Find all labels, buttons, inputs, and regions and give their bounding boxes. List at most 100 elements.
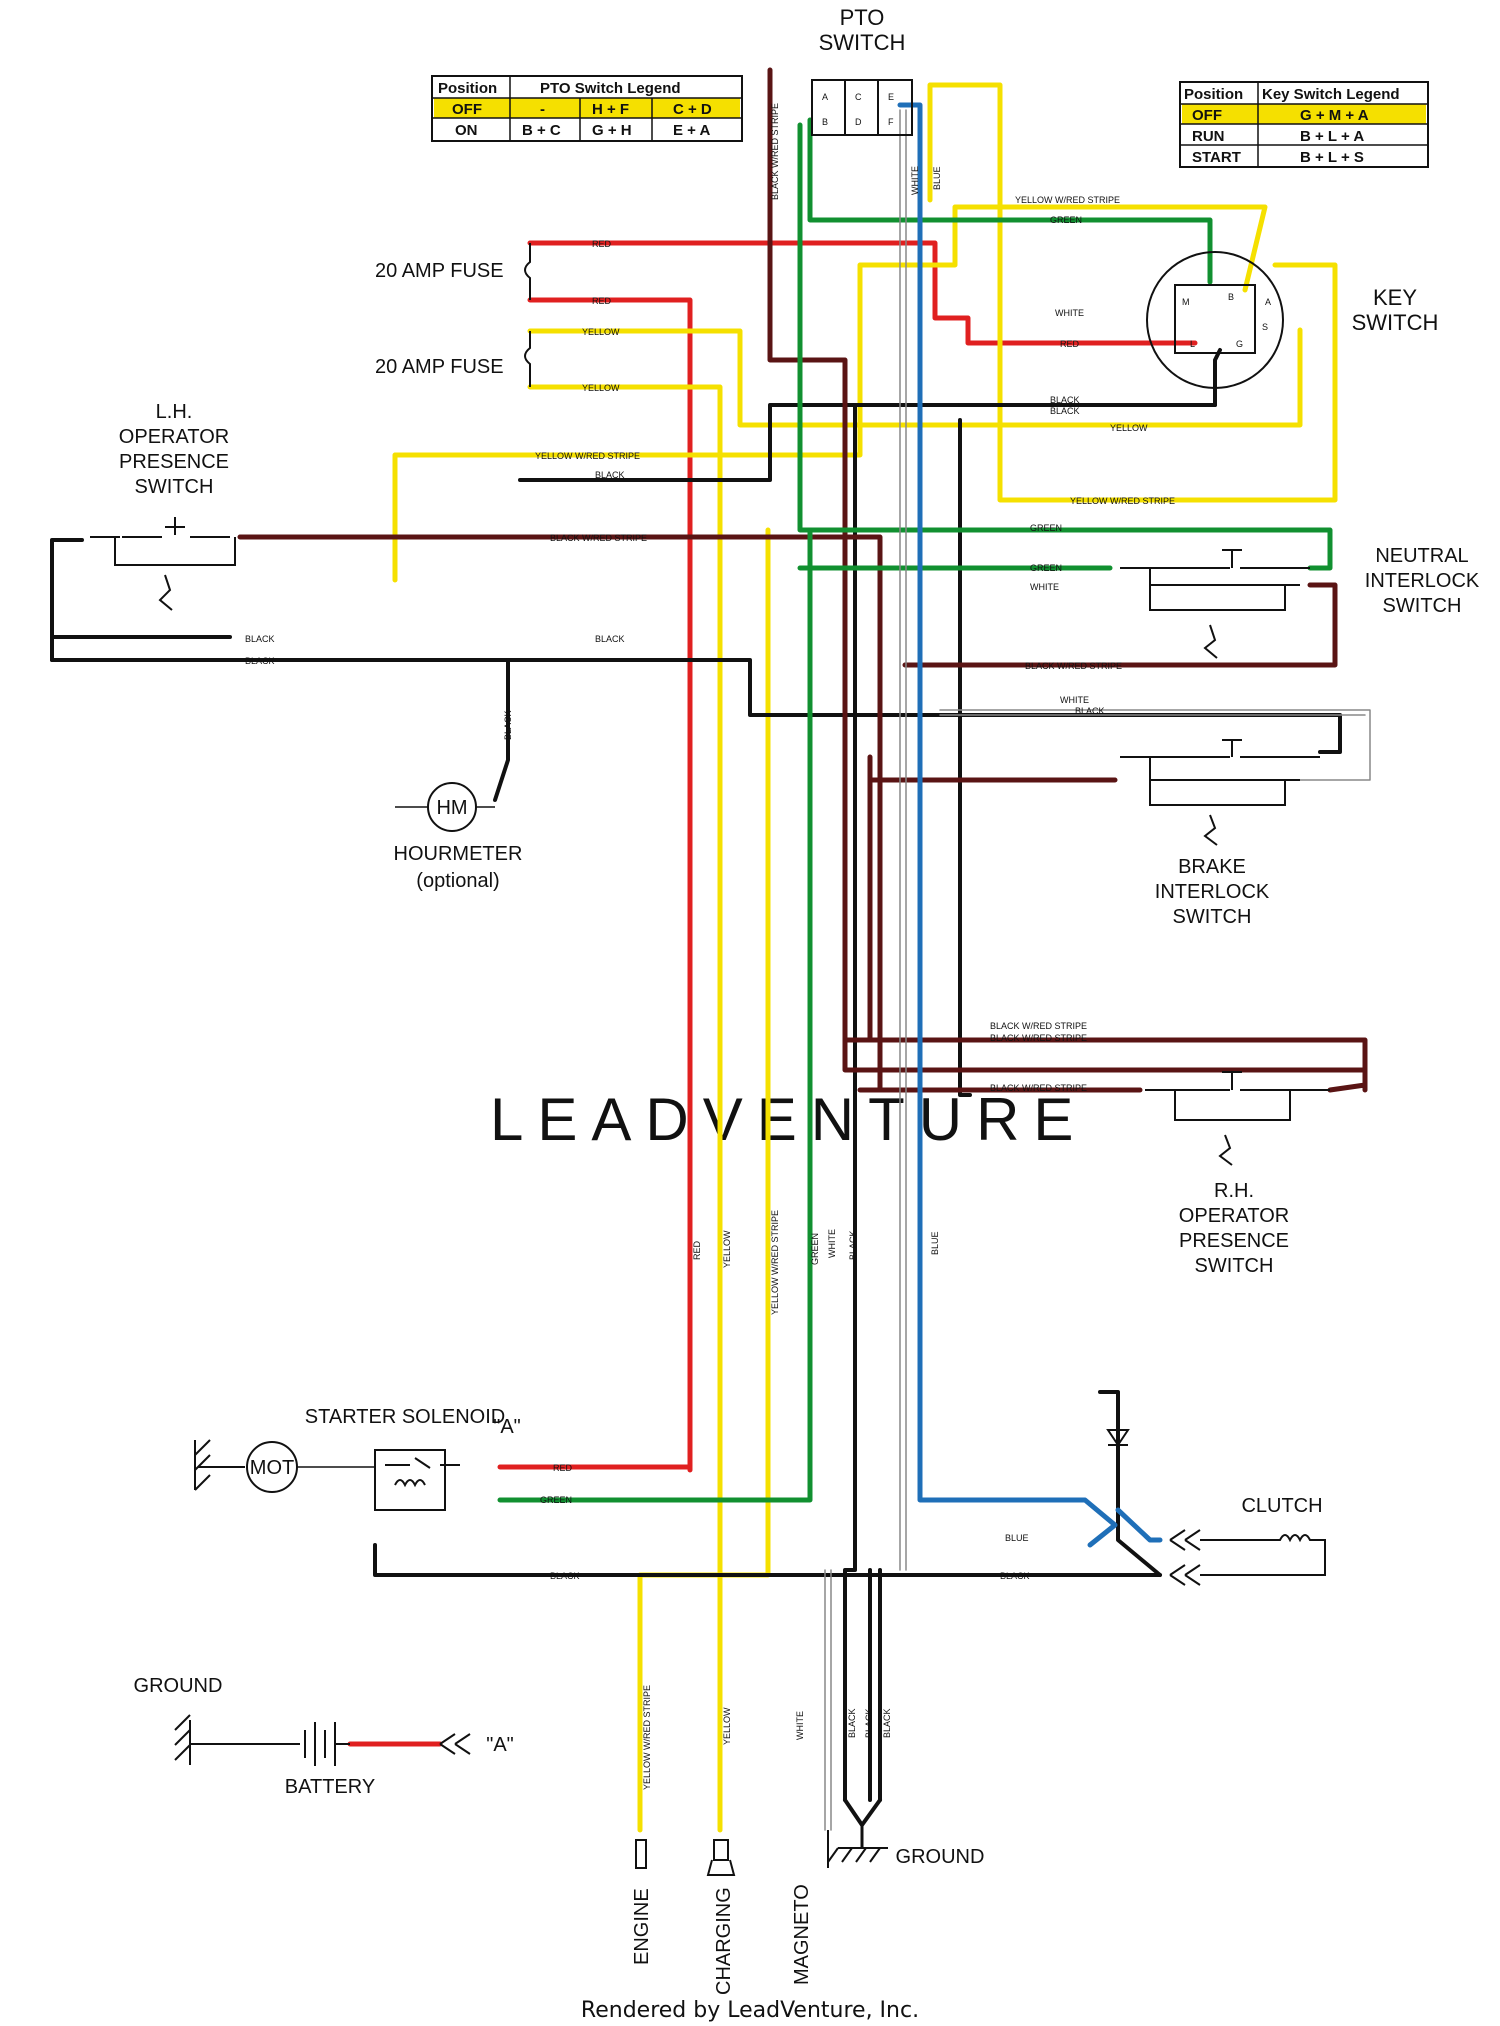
pto-terminal-a: A bbox=[822, 92, 828, 102]
pto-legend-cell: C + D bbox=[673, 101, 712, 118]
pto-legend-cell: G + H bbox=[592, 122, 632, 139]
pto-legend-cell: E + A bbox=[673, 122, 711, 139]
magneto-label: MAGNETO bbox=[791, 1884, 813, 1985]
wire-label-yellow-red: YELLOW W/RED STRIPE bbox=[1070, 496, 1175, 506]
wire-label-black: BLACK bbox=[245, 656, 275, 666]
fuses: 20 AMP FUSE 20 AMP FUSE bbox=[375, 243, 531, 387]
wire-labels: RED RED RED YELLOW YELLOW YELLOW YELLOW … bbox=[245, 103, 1175, 1790]
wire-label-black: BLACK bbox=[1075, 706, 1105, 716]
wire-label-black-red: BLACK W/RED STRIPE bbox=[550, 533, 647, 543]
clutch: CLUTCH bbox=[1106, 1415, 1326, 1586]
key-legend-header-title: Key Switch Legend bbox=[1262, 86, 1400, 103]
key-switch-title-line2: SWITCH bbox=[1352, 310, 1439, 335]
wire-black-lh-lower bbox=[50, 538, 84, 662]
key-legend-cell: RUN bbox=[1192, 128, 1225, 145]
rh-switch-label-1: R.H. bbox=[1214, 1180, 1254, 1202]
lh-switch-label-4: SWITCH bbox=[135, 476, 214, 498]
neutral-label-2: INTERLOCK bbox=[1365, 570, 1480, 592]
pto-switch: PTO SWITCH A B C D E F bbox=[811, 5, 913, 136]
wire-black-main bbox=[843, 403, 882, 1802]
wire-label-black: BLACK bbox=[1000, 1571, 1030, 1581]
brake-label-1: BRAKE bbox=[1178, 856, 1246, 878]
solenoid-label: STARTER SOLENOID bbox=[305, 1406, 505, 1428]
key-legend-cell: G + M + A bbox=[1300, 107, 1369, 124]
pto-terminal-c: C bbox=[855, 92, 862, 102]
wire-label-black: BLACK bbox=[1050, 406, 1080, 416]
pto-legend-cell: H + F bbox=[592, 101, 629, 118]
pto-legend-cell: ON bbox=[455, 122, 478, 139]
wire-black-solenoid bbox=[373, 1543, 1162, 1577]
pto-legend-cell: B + C bbox=[522, 122, 561, 139]
wire-label-green: GREEN bbox=[1030, 563, 1062, 573]
wire-bkred-lh bbox=[237, 534, 883, 1093]
pto-legend-cell: - bbox=[540, 101, 545, 118]
wire-black-hm bbox=[493, 658, 510, 802]
wire-label-white: WHITE bbox=[1055, 308, 1084, 318]
wire-bkred-pto bbox=[767, 67, 1368, 1093]
wire-label-black: BLACK bbox=[595, 634, 625, 644]
hourmeter-optional-label: (optional) bbox=[416, 870, 499, 892]
motor-label: MOT bbox=[250, 1457, 294, 1479]
key-terminal-s: S bbox=[1262, 322, 1268, 332]
wire-label-yellow-vert: YELLOW bbox=[722, 1707, 732, 1745]
key-legend-cell: B + L + A bbox=[1300, 128, 1364, 145]
rh-switch-label-2: OPERATOR bbox=[1179, 1205, 1289, 1227]
wire-label-red: RED bbox=[592, 239, 612, 249]
wire-black-ground bbox=[843, 1798, 882, 1827]
key-legend-cell: OFF bbox=[1192, 107, 1222, 124]
fuse-1 bbox=[524, 243, 531, 300]
wire-label-blue-vert: BLUE bbox=[930, 1231, 940, 1255]
wire-label-black-red: BLACK W/RED STRIPE bbox=[990, 1033, 1087, 1043]
wire-label-white-vert: WHITE bbox=[827, 1229, 837, 1258]
wire-label-black-vert: BLACK bbox=[848, 1230, 858, 1260]
wire-white-main bbox=[899, 109, 907, 1571]
key-terminal-g: G bbox=[1236, 339, 1243, 349]
main-ground: GROUND bbox=[827, 1825, 985, 1868]
fuse-2-label: 20 AMP FUSE bbox=[375, 356, 504, 378]
key-legend-cell: START bbox=[1192, 149, 1241, 166]
wire-label-black-vert: BLACK bbox=[882, 1708, 892, 1738]
wire-label-blue: BLUE bbox=[1005, 1533, 1029, 1543]
lh-switch-label-2: OPERATOR bbox=[119, 426, 229, 448]
wire-label-yellow-red: YELLOW W/RED STRIPE bbox=[535, 451, 640, 461]
wire-label-green: GREEN bbox=[1030, 523, 1062, 533]
wire-label-blue-vert: BLUE bbox=[932, 166, 942, 190]
wire-label-white-vert: WHITE bbox=[910, 166, 920, 195]
key-legend-cell: B + L + S bbox=[1300, 149, 1364, 166]
lh-switch-label-3: PRESENCE bbox=[119, 451, 229, 473]
lh-operator-switch: L.H. OPERATOR PRESENCE SWITCH bbox=[90, 401, 236, 611]
wire-label-red: RED bbox=[592, 296, 612, 306]
wire-bkred-brake bbox=[867, 754, 1118, 1043]
watermark: LEADVENTURE bbox=[490, 1086, 1087, 1153]
wire-label-yellow-red: YELLOW W/RED STRIPE bbox=[1015, 195, 1120, 205]
neutral-label-3: SWITCH bbox=[1383, 595, 1462, 617]
wire-label-black-vert: BLACK bbox=[864, 1708, 874, 1738]
wire-label-black: BLACK bbox=[245, 634, 275, 644]
wire-black-lh-loop bbox=[50, 635, 1342, 754]
wire-label-yellow: YELLOW bbox=[1110, 423, 1148, 433]
pto-terminal-e: E bbox=[888, 92, 894, 102]
starter-solenoid: STARTER SOLENOID "A" MOT bbox=[194, 1406, 521, 1511]
ground-label-main: GROUND bbox=[896, 1846, 985, 1868]
wire-label-black-red-vert: BLACK W/RED STRIPE bbox=[770, 103, 780, 200]
fuse-2 bbox=[524, 331, 531, 387]
wire-red-fuse1-lower bbox=[527, 297, 693, 1473]
wire-label-yellow-red-vert: YELLOW W/RED STRIPE bbox=[642, 1685, 652, 1790]
pto-legend-header-title: PTO Switch Legend bbox=[540, 80, 681, 97]
brake-label-3: SWITCH bbox=[1173, 906, 1252, 928]
pto-title-line1: PTO bbox=[840, 5, 885, 30]
render-caption: Rendered by LeadVenture, Inc. bbox=[580, 1998, 920, 2023]
key-legend: Position Key Switch Legend OFF G + M + A… bbox=[1179, 81, 1429, 168]
wire-label-yellow-red-vert: YELLOW W/RED STRIPE bbox=[770, 1210, 780, 1315]
wire-green-main bbox=[497, 527, 813, 1503]
hourmeter-label: HOURMETER bbox=[394, 843, 523, 865]
key-switch: B M L G A S KEY SWITCH bbox=[1146, 251, 1439, 389]
wire-white-right bbox=[939, 709, 1371, 781]
wire-label-red-vert: RED bbox=[692, 1240, 702, 1260]
wire-label-green: GREEN bbox=[1050, 215, 1082, 225]
motor-ground-symbol bbox=[194, 1439, 245, 1491]
pto-legend-cell: OFF bbox=[452, 101, 482, 118]
wire-yellow-red-vert bbox=[637, 527, 771, 1833]
pto-terminal-f: F bbox=[888, 117, 894, 127]
